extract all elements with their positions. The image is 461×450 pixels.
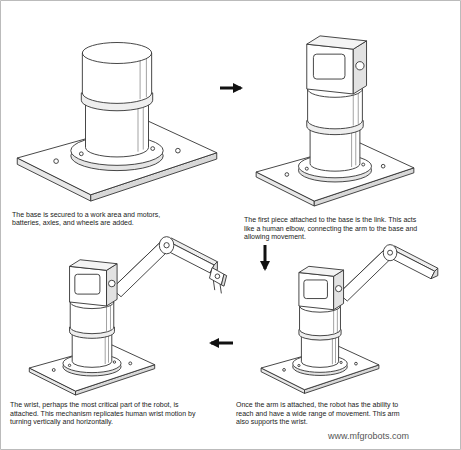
step-caption: The base is secured to a work area and m…: [12, 211, 184, 228]
step-caption: Once the arm is attached, the robot has …: [236, 401, 401, 427]
step-arrow: [211, 342, 233, 345]
step-arm-drawing: [261, 245, 438, 394]
step-caption: The wrist, perhaps the most critical par…: [10, 401, 208, 427]
step-caption: The first piece attached to the base is …: [244, 216, 426, 242]
caption-text: The first piece attached to the base is …: [244, 216, 426, 242]
base-pedestal: [298, 81, 371, 182]
step-panel: The first piece attached to the base is …: [244, 30, 449, 242]
caption-text: The base is secured to a work area and m…: [12, 211, 184, 228]
step-panel: The wrist, perhaps the most critical par…: [10, 250, 208, 427]
link-block: [307, 36, 367, 94]
step-base-drawing: [17, 43, 217, 202]
link-block: [70, 260, 118, 306]
step-arrow: [264, 245, 267, 269]
base-pedestal: [71, 43, 163, 171]
robot-wrist: [209, 268, 226, 294]
robot-arm: [112, 237, 218, 297]
step-wrist-drawing: [29, 237, 226, 395]
base-pedestal: [293, 300, 348, 376]
robot-arm: [339, 245, 438, 301]
step-panel: Once the arm is attached, the robot has …: [236, 272, 448, 427]
caption-text: Once the arm is attached, the robot has …: [236, 401, 401, 427]
caption-text: The wrist, perhaps the most critical par…: [10, 401, 208, 427]
step-panel: The base is secured to a work area and m…: [12, 30, 217, 228]
step-arrow: [220, 87, 241, 90]
base-pedestal: [63, 295, 121, 376]
link-block: [299, 266, 344, 309]
watermark: www.mfgrobots.com: [328, 431, 409, 441]
step-link-drawing: [256, 36, 414, 206]
